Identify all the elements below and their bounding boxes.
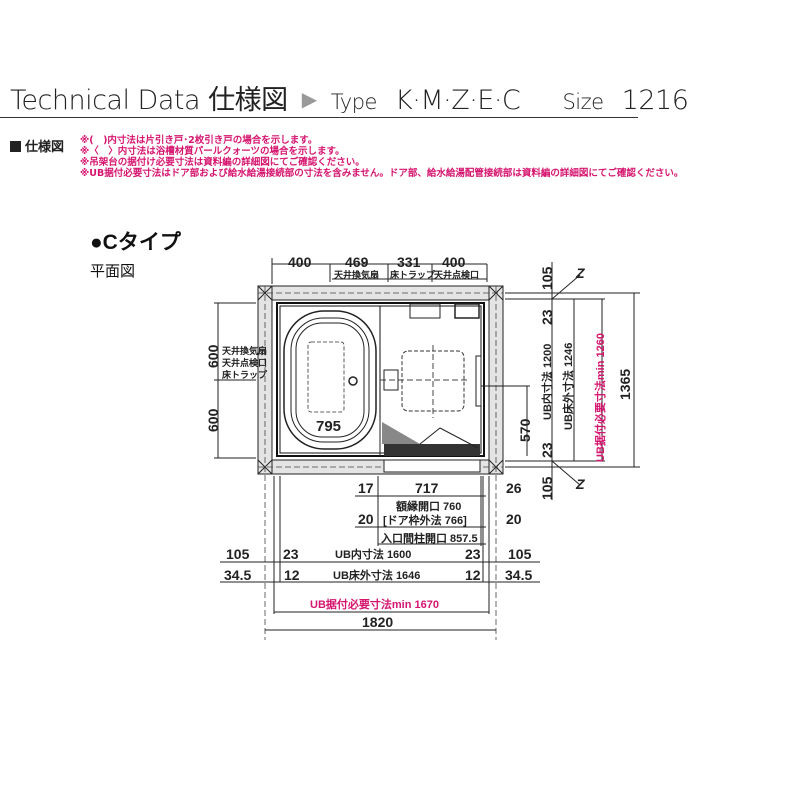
- dim-left-600-top: 600: [205, 344, 221, 368]
- type-label: Type: [330, 90, 378, 114]
- note-3: ※吊架台の据付け必要寸法は資料編の詳細図にてご確認ください。: [80, 157, 365, 168]
- dim-bottom-12-left: 12: [284, 567, 300, 583]
- note-1: ※( )内寸法は片引き戸･2枚引き戸の場合を示します。: [80, 135, 318, 146]
- label-ceiling-fan: 天井換気扇: [334, 271, 380, 281]
- label-left-floor-trap: 床トラップ: [222, 371, 268, 381]
- dim-left-600-bottom: 600: [205, 408, 221, 432]
- dim-bottom-12-right: 12: [465, 567, 481, 583]
- dim-door-17: 17: [358, 480, 374, 496]
- dim-right-105-bottom: 105: [539, 476, 555, 500]
- z-mark-top: Z: [576, 265, 585, 281]
- dim-door-frame-outer: [ドア枠外法 766]: [383, 515, 467, 527]
- section-subtitle: 平面図: [90, 262, 136, 280]
- dim-bottom-install-min: UB据付必要寸法min 1670: [310, 599, 439, 611]
- title-en: Technical Data: [10, 85, 201, 116]
- dim-top-400-right: 400: [442, 254, 466, 270]
- dim-bottom-inner: UB内寸法 1600: [335, 549, 412, 561]
- dim-frame-opening: 額縁開口 760: [396, 501, 462, 513]
- dim-door-20-left: 20: [358, 511, 374, 527]
- section-title: ●Cタイプ: [90, 231, 181, 254]
- type-value: K·M·Z·E·C: [395, 85, 521, 116]
- dim-right-105-top: 105: [539, 266, 555, 290]
- dim-bottom-34-5-left: 34.5: [224, 567, 252, 583]
- dim-top-400-left: 400: [288, 254, 312, 270]
- size-label: Size: [562, 90, 604, 114]
- square-bullet-icon: [10, 141, 21, 152]
- dim-bottom-105-right: 105: [508, 546, 532, 562]
- dim-top-331: 331: [397, 254, 421, 270]
- dim-right-570: 570: [517, 418, 533, 442]
- note-4: ※UB据付必要寸法はドア部および給水給湯接続部の寸法を含みません。ドア部、給水給…: [80, 168, 684, 179]
- dim-bottom-floor-outer: UB床外寸法 1646: [333, 570, 421, 582]
- bathtub: [283, 310, 377, 450]
- title-jp: 仕様図: [208, 85, 288, 116]
- spec-label: 仕様図: [10, 136, 64, 155]
- label-left-ceiling-fan: 天井換気扇: [222, 347, 268, 357]
- dim-right-total: 1365: [617, 368, 633, 400]
- page-title: Technical Data 仕様図 ▶ Type K·M·Z·E·C Size…: [10, 78, 689, 117]
- dim-door-717: 717: [415, 480, 439, 496]
- dim-bottom-23-right: 23: [465, 546, 481, 562]
- dim-door-20-right: 20: [506, 511, 522, 527]
- dim-top-469: 469: [345, 254, 369, 270]
- label-ceiling-hatch: 天井点検口: [434, 271, 480, 281]
- dim-bottom-total: 1820: [362, 614, 394, 630]
- label-floor-trap: 床トラップ: [390, 271, 436, 281]
- arrow-right-icon: ▶: [301, 87, 317, 111]
- dim-tub-width: 795: [316, 418, 342, 435]
- dim-right-floor-outer: UB床外寸法 1246: [563, 342, 575, 430]
- size-value: 1216: [621, 85, 689, 116]
- dim-bottom-105-left: 105: [226, 546, 250, 562]
- dim-bottom-23-left: 23: [283, 546, 299, 562]
- header-divider: [0, 117, 638, 118]
- dim-entrance-opening: 入口間柱開口 857.5: [381, 533, 478, 545]
- note-2: ※〈 〉内寸法は浴槽材質パールクォーツの場合を示します。: [80, 146, 345, 157]
- dim-right-install-min: UB据付必要寸法min 1260: [595, 333, 607, 462]
- z-mark-bottom: Z: [576, 476, 585, 492]
- dim-bottom-34-5-right: 34.5: [505, 567, 533, 583]
- dim-right-23-top: 23: [539, 309, 555, 325]
- dim-right-23-bottom: 23: [539, 442, 555, 458]
- label-left-ceiling-hatch: 天井点検口: [222, 359, 268, 369]
- dim-right-inner: UB内寸法 1200: [542, 343, 554, 420]
- dim-door-26: 26: [506, 480, 522, 496]
- spec-notes: ※( )内寸法は片引き戸･2枚引き戸の場合を示します。 ※〈 〉内寸法は浴槽材質…: [80, 135, 683, 179]
